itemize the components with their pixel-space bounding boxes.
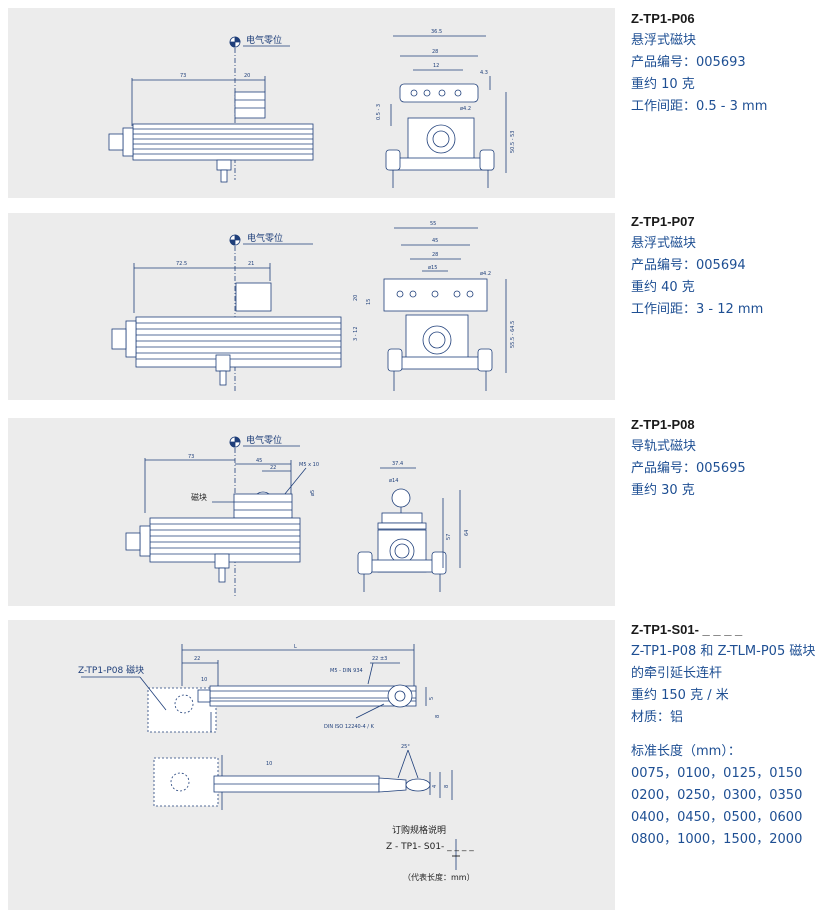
- dim-label: 20: [244, 73, 250, 79]
- technical-drawing-p06: 电气零位 73 20 36.5 28 12 4.3 0.5 - 3 50.5 -…: [108, 29, 516, 188]
- spec-line: 重约 10 克: [631, 77, 695, 92]
- dim-label: 8: [444, 785, 450, 788]
- zero-position-label: 电气零位: [247, 232, 283, 244]
- technical-drawing-p08: 电气零位 磁块 73 45 22 M5 x 10 ø5 37.4 ø14 57 …: [125, 434, 470, 598]
- dim-label: ø14: [389, 478, 398, 484]
- dim-label: 15: [366, 299, 372, 305]
- product-code: Z-TP1-P07: [631, 214, 695, 229]
- dim-label: 5: [429, 697, 435, 700]
- drawing-panel-p08: 电气零位 磁块 73 45 22 M5 x 10 ø5 37.4 ø14 57 …: [8, 418, 615, 606]
- dim-label: ø4.2: [480, 271, 491, 277]
- dim-label: 57: [446, 534, 452, 540]
- standard-lengths-row: 0200，0250，0300，0350: [631, 788, 803, 803]
- standard-lengths-row: 0075，0100，0125，0150: [631, 766, 803, 781]
- dim-label: M5 - DIN 934: [330, 668, 363, 674]
- standard-lengths-title: 标准长度（mm）：: [631, 744, 741, 759]
- dim-label: 36.5: [431, 29, 442, 35]
- spec-line: 悬浮式磁块: [631, 33, 697, 48]
- dim-label: 12: [433, 63, 439, 69]
- spec-line: 重约 40 克: [631, 280, 695, 295]
- spec-block-p08: Z-TP1-P08 导轨式磁块 产品编号：005695 重约 30 克: [631, 414, 816, 502]
- dim-label: 28: [432, 252, 438, 258]
- dim-label: 22 ±3: [372, 656, 387, 662]
- spec-line: 导轨式磁块: [631, 439, 697, 454]
- dim-label: 64: [464, 530, 470, 536]
- drawing-panel-s01: Z-TP1-P08 磁块 L 22 22 ±3 10 M5 - DIN 934 …: [8, 620, 615, 910]
- product-code: Z-TP1-S01- _ _ _ _: [631, 622, 743, 637]
- dim-label: ø15: [428, 265, 437, 271]
- spec-block-s01: Z-TP1-S01- _ _ _ _ Z-TP1-P08 和 Z-TLM-P05…: [631, 619, 816, 851]
- zero-position-label: 电气零位: [246, 434, 282, 446]
- dim-label: 73: [188, 454, 194, 460]
- dim-label: 28: [432, 49, 438, 55]
- dim-label: 21: [248, 261, 254, 267]
- dim-label: 22: [270, 465, 276, 471]
- standard-lengths-row: 0800，1000，1500，2000: [631, 832, 803, 847]
- standard-lengths-row: 0400，0450，0500，0600: [631, 810, 803, 825]
- spec-block-p06: Z-TP1-P06 悬浮式磁块 产品编号：005693 重约 10 克 工作间距…: [631, 8, 816, 118]
- technical-drawing-s01: Z-TP1-P08 磁块 L 22 22 ±3 10 M5 - DIN 934 …: [78, 644, 475, 882]
- dim-label: DIN ISO 12240-4 / K: [324, 724, 375, 730]
- dim-label: ø5: [310, 490, 316, 496]
- magnet-label: 磁块: [191, 492, 207, 502]
- dim-label: 4: [432, 785, 438, 788]
- dim-label: 45: [256, 458, 262, 464]
- dim-label: ø4.2: [460, 106, 471, 112]
- product-code: Z-TP1-P06: [631, 11, 695, 26]
- dim-label: 0.5 - 3: [376, 104, 382, 120]
- dim-label: M5 x 10: [299, 462, 319, 468]
- dim-label: 10: [266, 761, 272, 767]
- dim-label: 22: [194, 656, 200, 662]
- magnet-label: Z-TP1-P08 磁块: [78, 664, 144, 676]
- zero-position-label: 电气零位: [246, 34, 282, 46]
- spec-line: 重约 30 克: [631, 483, 695, 498]
- spec-line: 工作间距：0.5 - 3 mm: [631, 99, 768, 114]
- order-spec-code: Z - TP1- S01- _ _ _ _: [386, 842, 474, 852]
- dim-label: 3 - 12: [353, 326, 359, 341]
- spec-line: Z-TP1-P08 和 Z-TLM-P05 磁块的牵引延长连杆: [631, 644, 816, 681]
- dim-label: 73: [180, 73, 186, 79]
- dim-label: 25°: [401, 744, 410, 750]
- dim-label: 37.4: [392, 461, 403, 467]
- order-spec-title: 订购规格说明: [392, 824, 446, 836]
- product-code: Z-TP1-P08: [631, 417, 695, 432]
- dim-label: 55: [430, 221, 436, 227]
- spec-line: 产品编号：005693: [631, 55, 746, 70]
- dim-label: 8: [435, 715, 441, 718]
- dim-label: 50.5 - 53: [510, 131, 516, 153]
- spec-line: 悬浮式磁块: [631, 236, 697, 251]
- dim-label: L: [294, 644, 297, 650]
- dim-label: 20: [353, 295, 359, 301]
- dim-label: 55.5 - 64.5: [510, 321, 516, 348]
- drawing-panel-p07: 电气零位 72.5 21 55 45 ø15 28 15 20 3 - 12 5…: [8, 213, 615, 400]
- technical-drawing-p07: 电气零位 72.5 21 55 45 ø15 28 15 20 3 - 12 5…: [111, 221, 516, 393]
- spec-block-p07: Z-TP1-P07 悬浮式磁块 产品编号：005694 重约 40 克 工作间距…: [631, 211, 816, 321]
- spec-line: 产品编号：005694: [631, 258, 746, 273]
- dim-label: 45: [432, 238, 438, 244]
- dim-label: 72.5: [176, 261, 187, 267]
- dim-label: 10: [201, 677, 207, 683]
- drawing-panel-p06: 电气零位 73 20 36.5 28 12 4.3 0.5 - 3 50.5 -…: [8, 8, 615, 198]
- spec-line: 材质：铝: [631, 710, 684, 725]
- dim-label: 4.3: [480, 70, 488, 76]
- spec-line: 工作间距：3 - 12 mm: [631, 302, 764, 317]
- order-spec-note: （代表长度：mm）: [403, 872, 475, 882]
- spec-line: 重约 150 克 / 米: [631, 688, 729, 703]
- spec-line: 产品编号：005695: [631, 461, 746, 476]
